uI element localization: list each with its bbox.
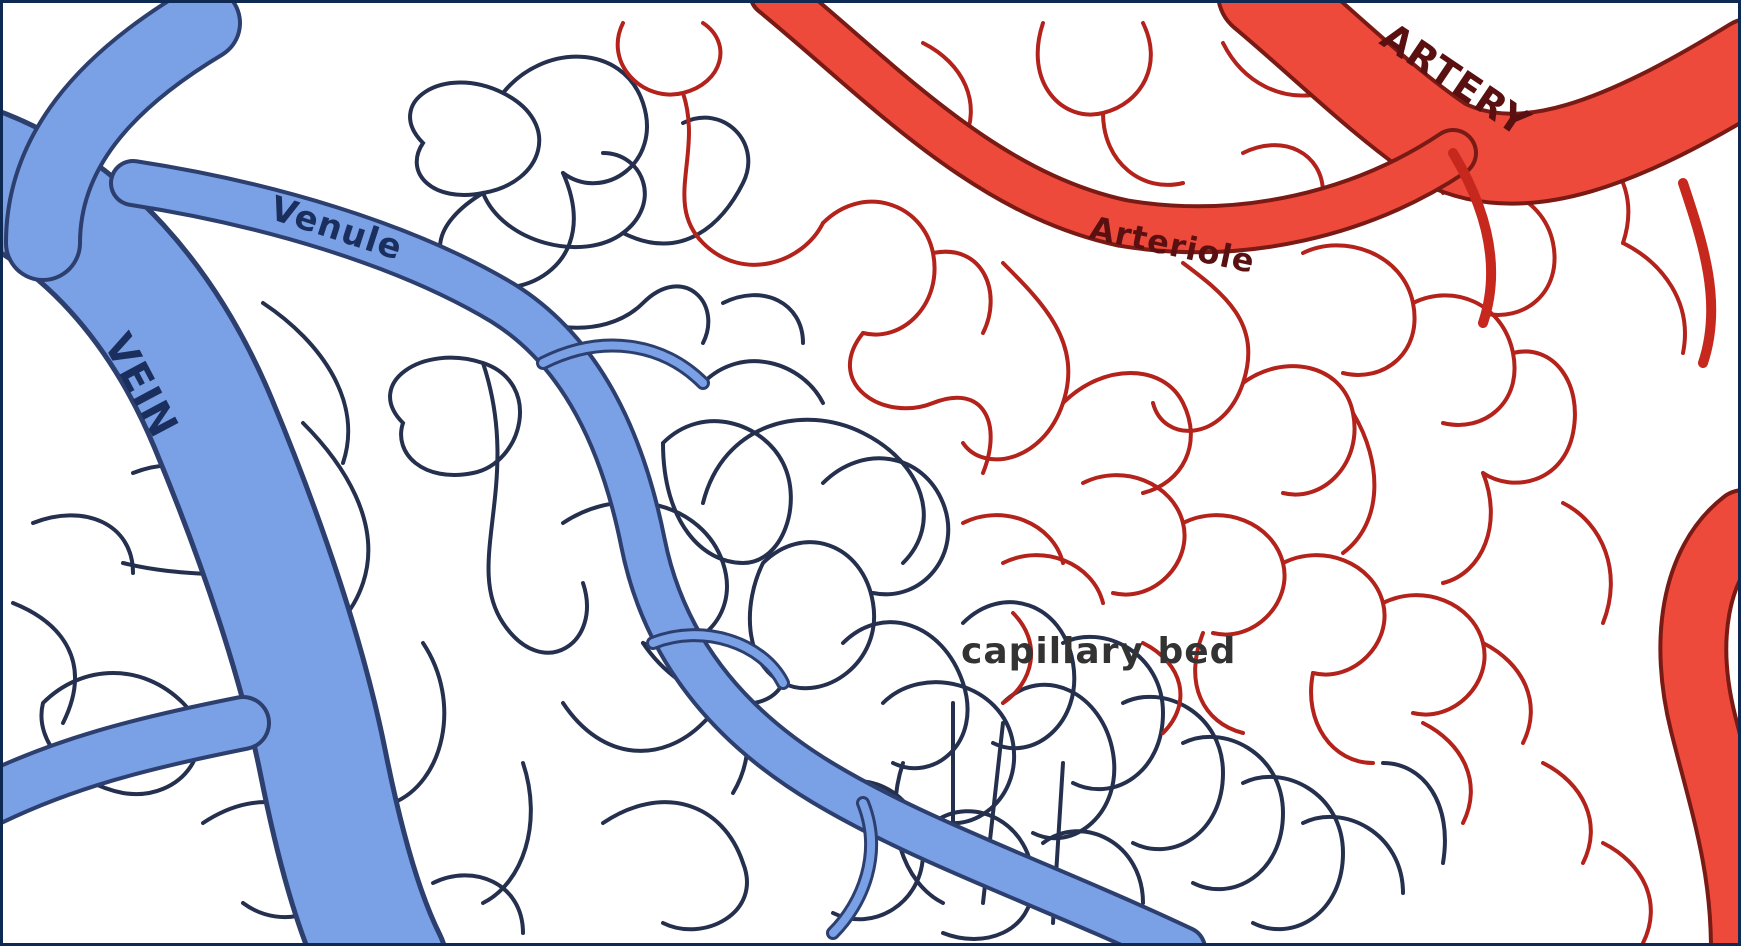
capillary-bed-label: capillary bed [961, 631, 1236, 672]
venule-label: Venule [265, 189, 407, 269]
blood-vessel-diagram: VEIN Venule ARTERY Arteriole capillary b… [3, 3, 1741, 946]
